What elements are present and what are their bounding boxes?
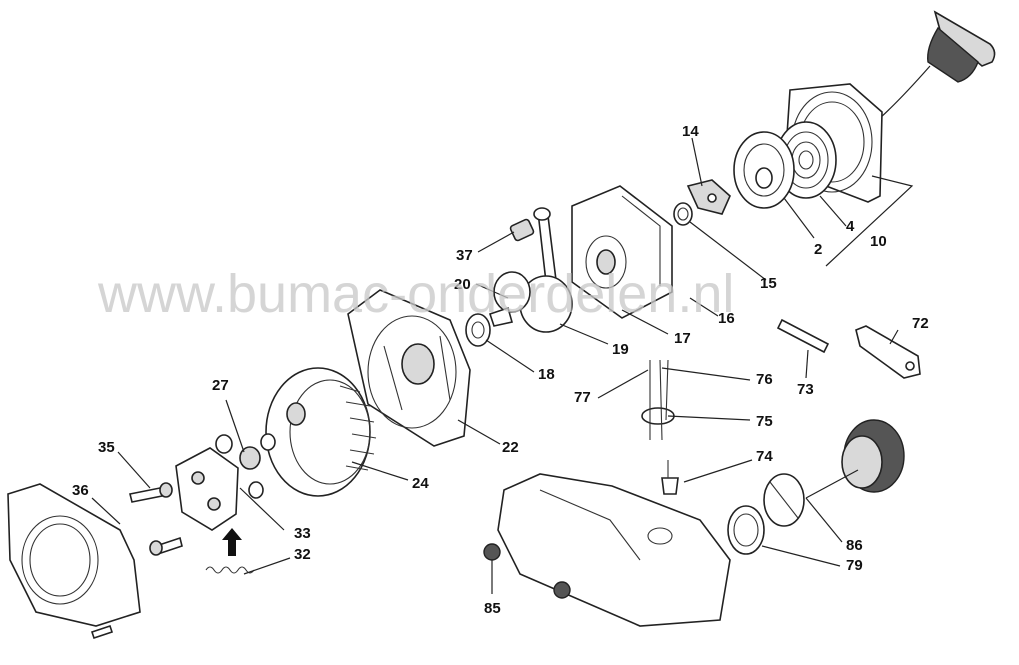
- spring-32: [205, 566, 255, 574]
- crankcase-half-17: [571, 185, 673, 319]
- fuel-cap-86: [841, 419, 905, 493]
- label-73: 73: [797, 381, 814, 398]
- fuel-filter-74: [661, 460, 679, 495]
- label-17: 17: [674, 330, 691, 347]
- bracket-72: [855, 325, 921, 379]
- label-77: 77: [574, 389, 591, 406]
- fuel-tank: [497, 473, 731, 627]
- screws-35: [90, 482, 183, 640]
- part-number-labels: 14 2 4 10 15 16 17 18 19 20 37 22 24 27 …: [72, 123, 929, 617]
- label-75: 75: [756, 413, 773, 430]
- crankshaft-19: [488, 207, 573, 333]
- label-18: 18: [538, 366, 555, 383]
- label-32: 32: [294, 546, 311, 563]
- label-15: 15: [760, 275, 777, 292]
- gasket-86: [763, 473, 805, 527]
- grommet-75: [641, 359, 675, 441]
- label-16: 16: [718, 310, 735, 327]
- label-14: 14: [682, 123, 699, 140]
- label-85: 85: [484, 600, 501, 617]
- tank-neck-79: [727, 505, 765, 555]
- label-24: 24: [412, 475, 429, 492]
- label-72: 72: [912, 315, 929, 332]
- flywheel-24: [265, 367, 377, 497]
- key-73: [776, 318, 830, 354]
- crankcase-half-22: [347, 289, 471, 447]
- bracket-10: [825, 175, 914, 267]
- nuts-85: [483, 543, 571, 599]
- label-37: 37: [456, 247, 473, 264]
- label-36: 36: [72, 482, 89, 499]
- needle-bearing-37: [509, 218, 535, 242]
- label-86: 86: [846, 537, 863, 554]
- label-22: 22: [502, 439, 519, 456]
- label-33: 33: [294, 525, 311, 542]
- label-19: 19: [612, 341, 629, 358]
- fan-cover-36: [7, 483, 141, 627]
- label-4: 4: [846, 218, 855, 235]
- label-79: 79: [846, 557, 863, 574]
- label-76: 76: [756, 371, 773, 388]
- label-20: 20: [454, 276, 471, 293]
- label-74: 74: [756, 448, 773, 465]
- seal-ring-15: [673, 202, 693, 226]
- nut-washer-set-27: [215, 433, 276, 499]
- label-10: 10: [870, 233, 887, 250]
- leader-lines: [91, 137, 899, 594]
- label-27: 27: [212, 377, 229, 394]
- starter-pawl: [686, 179, 731, 215]
- watermark-text: www.bumac-onderdelen.nl: [97, 264, 734, 324]
- starter-pulley: [733, 131, 795, 209]
- direction-arrow: [222, 528, 242, 556]
- bearing-18: [465, 313, 491, 347]
- label-2: 2: [814, 241, 822, 258]
- clutch-33: [175, 447, 239, 531]
- label-35: 35: [98, 439, 115, 456]
